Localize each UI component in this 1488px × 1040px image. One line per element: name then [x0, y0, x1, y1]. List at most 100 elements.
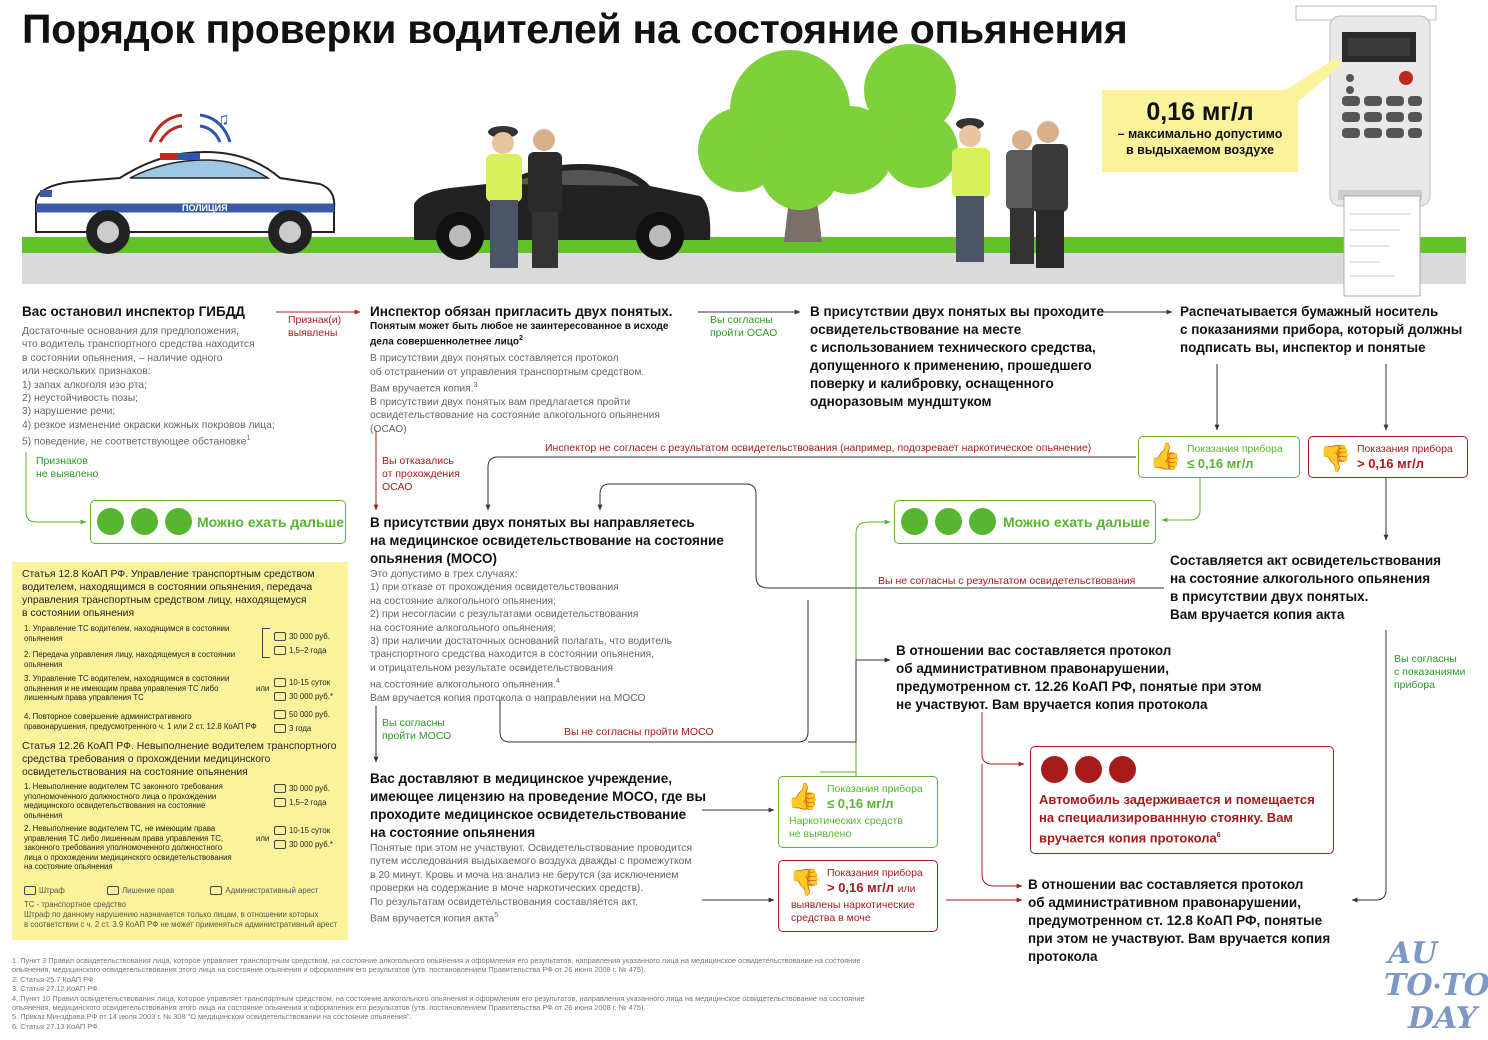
fine-icon: [274, 710, 286, 720]
step-moso: В присутствии двух понятых вы направляет…: [370, 514, 750, 705]
tree-icon: [698, 44, 958, 242]
arrest-icon: [274, 678, 286, 688]
green-dot-icon: [901, 508, 928, 535]
footnotes: 1. Пункт 3 Правил освидетельствования ли…: [12, 956, 865, 1031]
autotoday-logo: AU TO•TO DAY: [1384, 936, 1488, 1036]
fine-icon: [24, 886, 36, 896]
step-medical-header: Вас доставляют в медицинское учреждение,…: [370, 771, 707, 840]
thumbs-down-icon: 👎: [789, 867, 822, 897]
green-dot-icon: [969, 508, 996, 535]
penalty-128-1: 30 000 руб.1,5–2 года: [274, 632, 330, 656]
scene-illustration: ♫: [35, 5, 1437, 297]
breathalyzer-icon: [1295, 5, 1437, 297]
med-ok-box: 👍 Показания прибора ≤ 0,16 мг/л Наркотич…: [778, 776, 938, 848]
inspector-icon: [486, 126, 522, 268]
fine-icon: [274, 632, 286, 642]
text-line: 5) поведение, не соответствующее обстано…: [22, 435, 251, 448]
text-line: в состоянии опьянения, – наличие одного: [22, 352, 223, 364]
med-ok-title: Показания прибора: [827, 783, 923, 795]
result-bad-value: > 0,16 мг/л: [1357, 456, 1425, 471]
thumbs-up-icon: 👍: [1149, 441, 1182, 471]
article-1226-item-1: 1. Невыполнение водителем ТС законного т…: [24, 782, 223, 820]
result-bad-box: 👎 Показания прибора > 0,16 мг/л: [1308, 436, 1468, 478]
or-text: или: [256, 684, 270, 693]
med-bad-title: Показания прибора: [827, 867, 923, 879]
step-moso-body: Это допустимо в трех случаях:1) при отка…: [370, 569, 672, 705]
penalty-128-4: 50 000 руб.3 года: [274, 710, 330, 734]
legend: Штраф Лишение прав Административный арес…: [24, 886, 319, 896]
article-128-title: Статья 12.8 КоАП РФ. Управление транспор…: [22, 569, 315, 619]
article-128-item-2: 2. Передача управления лицу, находящемус…: [24, 650, 236, 669]
label-you-disagree: Вы не согласны с результатом освидетельс…: [878, 575, 1136, 587]
fine-icon: [274, 840, 286, 850]
label-refuse-moso: Вы не согласны пройти МОСО: [562, 726, 716, 739]
article-128-item-4: 4. Повторное совершение административног…: [24, 712, 257, 731]
text-line: Достаточные основания для предположения,: [22, 326, 240, 337]
green-dot-icon: [935, 508, 962, 535]
step-stopped-body: Достаточные основания для предположения,…: [22, 325, 282, 449]
article-1226-title: Статья 12.26 КоАП РФ. Невыполнение водит…: [22, 741, 337, 778]
result-ok-box: 👍 Показания прибора ≤ 0,16 мг/л: [1138, 436, 1300, 478]
law-panel: Статья 12.8 КоАП РФ. Управление транспор…: [12, 562, 348, 940]
siren-waves-icon: [148, 113, 232, 143]
arrest-icon: [210, 886, 223, 896]
driver-icon: [528, 129, 562, 268]
go-box-right: Можно ехать дальше: [894, 500, 1156, 544]
brace: [262, 628, 270, 658]
text-line: или нескольких признаков:: [22, 366, 151, 378]
go-text: Можно ехать дальше: [1003, 514, 1151, 530]
license-icon: [274, 646, 286, 656]
police-car-icon: [35, 150, 336, 254]
go-box-left: Можно ехать дальше: [90, 500, 346, 544]
article-128-item-1: 1. Управление ТС водителем, находящимся …: [24, 624, 230, 643]
step-witnesses-body: В присутствии двух понятых составляется …: [370, 353, 660, 435]
legend-tc: ТС - транспортное средство: [24, 900, 127, 909]
red-dot-icon: [1109, 756, 1136, 783]
thumbs-up-icon: 👍: [787, 781, 820, 811]
red-dot-icon: [1041, 756, 1068, 783]
thumbs-down-icon: 👎: [1319, 443, 1352, 473]
license-icon: [274, 798, 286, 808]
license-icon: [274, 724, 286, 734]
green-dot-icon: [165, 508, 192, 535]
fine-icon: [274, 784, 286, 794]
step-stopped-header: Вас остановил инспектор ГИБДД: [22, 304, 245, 319]
step-medical-body: Понятые при этом не участвуют. Освидетел…: [370, 843, 693, 925]
med-bad-box: 👎 Показания прибора > 0,16 мг/л или выяв…: [778, 860, 938, 932]
step-witnesses-header: Инспектор обязан пригласить двух понятых…: [370, 304, 673, 319]
limit-line1: – максимально допустимо: [1117, 127, 1283, 141]
fine-icon: [274, 692, 286, 702]
limit-line2: в выдыхаемом воздухе: [1125, 143, 1275, 157]
go-text: Можно ехать дальше: [197, 514, 345, 530]
text-line: что водитель транспортного средства нахо…: [22, 339, 255, 351]
car-label: ПОЛИЦИЯ: [182, 203, 228, 213]
license-icon: [106, 886, 119, 896]
step-witnesses: Инспектор обязан пригласить двух понятых…: [370, 303, 700, 436]
step-witnesses-sub: Понятым может быть любое не заинтересова…: [370, 321, 669, 348]
article-128-item-3: 3. Управление ТС водителем, находящимся …: [24, 674, 230, 703]
text-line: 3) нарушение речи;: [22, 406, 116, 418]
result-bad-title: Показания прибора: [1357, 443, 1453, 455]
label-signs-found: Признак(и)выявлены: [288, 314, 342, 339]
witness-icon: [1006, 121, 1068, 268]
text-line: 2) неустойчивость позы;: [22, 393, 139, 405]
result-ok-title: Показания прибора: [1187, 443, 1283, 455]
green-dot-icon: [97, 508, 124, 535]
result-ok-value: ≤ 0,16 мг/л: [1187, 456, 1254, 471]
step-moso-header: В присутствии двух понятых вы направляет…: [370, 515, 724, 566]
grass-strip: [22, 237, 1466, 253]
med-ok-value: ≤ 0,16 мг/л: [827, 796, 894, 811]
